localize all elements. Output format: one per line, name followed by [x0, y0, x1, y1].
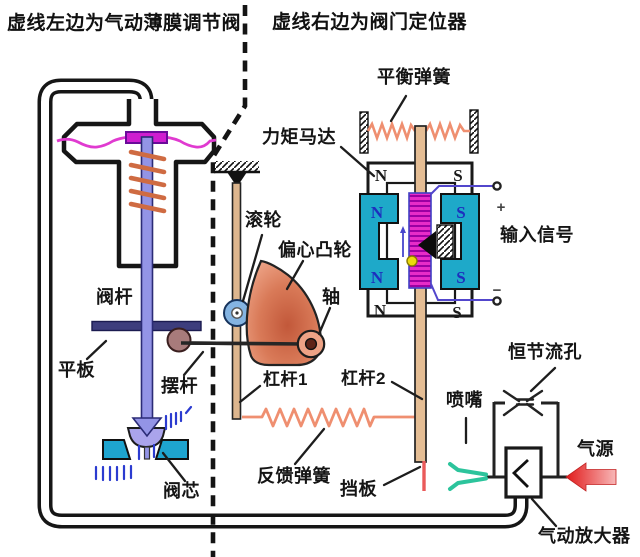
label-lever2: 杠杆2	[341, 369, 386, 388]
label-constant-orifice: 恒节流孔	[508, 342, 582, 362]
label-torque-motor: 力矩马达	[262, 127, 336, 147]
balance-spring-assembly	[359, 109, 479, 154]
frame-letter-se: S	[452, 303, 461, 322]
roller-axle-dot	[235, 311, 239, 315]
label-shaft: 轴	[322, 287, 341, 307]
valve-seat-left	[102, 439, 132, 460]
label-feedback-spring: 反馈弹簧	[257, 466, 331, 486]
lever1-pivot	[227, 172, 247, 187]
magnet-letter-left-top: N	[371, 203, 384, 222]
magnet-letter-right-top: S	[456, 203, 465, 222]
amplifier-box	[504, 446, 543, 499]
note-right-of-dashed: 虚线右边为阀门定位器	[272, 12, 468, 33]
lever2-assembly	[414, 125, 427, 491]
amplifier-glyph	[511, 458, 529, 488]
air-supply-arrow	[565, 462, 617, 492]
dashed-divider	[210, 5, 248, 557]
nozzle-symbol	[448, 462, 488, 491]
flow-dashes	[94, 405, 193, 482]
label-valve-stem: 阀杆	[96, 287, 133, 307]
amplifier-section	[448, 389, 617, 499]
signal-wires	[430, 185, 493, 301]
frame-letter-nw: N	[375, 166, 388, 185]
terminal-bottom	[492, 296, 502, 306]
cam-shaft-center	[304, 337, 318, 351]
valve-seat-right	[154, 439, 189, 460]
label-roller: 滚轮	[245, 210, 282, 230]
armature-flapper	[418, 231, 436, 259]
orifice-loop-pipes	[486, 401, 567, 479]
magnet-right	[440, 193, 480, 290]
plug-pintle	[143, 446, 151, 460]
housing-outline	[61, 99, 217, 269]
lever1-anchor-hatch	[215, 161, 259, 172]
terminal-top	[492, 181, 502, 191]
spring-anchor-left	[359, 111, 369, 154]
cam-assembly	[180, 259, 326, 367]
pivot-ball	[166, 327, 192, 353]
label-pneumatic-amplifier: 气动放大器	[538, 526, 631, 546]
label-balance-spring: 平衡弹簧	[377, 67, 451, 87]
label-lever1: 杠杆1	[263, 370, 308, 389]
air-tube	[37, 78, 529, 529]
frame-letter-sw: N	[374, 301, 387, 320]
label-baffle: 挡板	[340, 479, 377, 499]
diaphragm-actuator	[56, 99, 305, 482]
feedback-spring-coil	[242, 407, 415, 428]
stem-arrow-tip	[131, 417, 163, 438]
magnet-letter-right-bottom: S	[456, 268, 465, 287]
label-flat-plate: 平板	[58, 360, 95, 380]
pivot-yellow-dot	[406, 255, 418, 267]
label-valve-core: 阀芯	[163, 481, 200, 501]
frame-letter-ne: S	[453, 166, 462, 185]
label-eccentric-cam: 偏心凸轮	[278, 240, 352, 260]
spring-anchor-right	[469, 109, 479, 154]
plus-sign: +	[497, 199, 506, 216]
note-left-of-dashed: 虚线左边为气动薄膜调节阀	[7, 13, 242, 34]
balance-spring-coil	[366, 120, 417, 143]
motor-internals: + −	[400, 181, 506, 306]
minus-sign: −	[493, 282, 502, 299]
actuator-spring	[128, 149, 167, 214]
label-input-signal: 输入信号	[500, 225, 574, 245]
label-air-supply: 气源	[577, 439, 614, 459]
label-swing-rod: 摆杆	[161, 376, 198, 396]
lever2-rod	[414, 125, 427, 463]
label-nozzle: 喷嘴	[446, 390, 483, 410]
constant-orifice-symbol	[502, 389, 544, 417]
armature-hatch-block	[436, 224, 454, 259]
magnet-left	[359, 193, 399, 290]
leader-lines	[85, 94, 558, 528]
magnet-letter-left-bottom: N	[371, 268, 384, 287]
